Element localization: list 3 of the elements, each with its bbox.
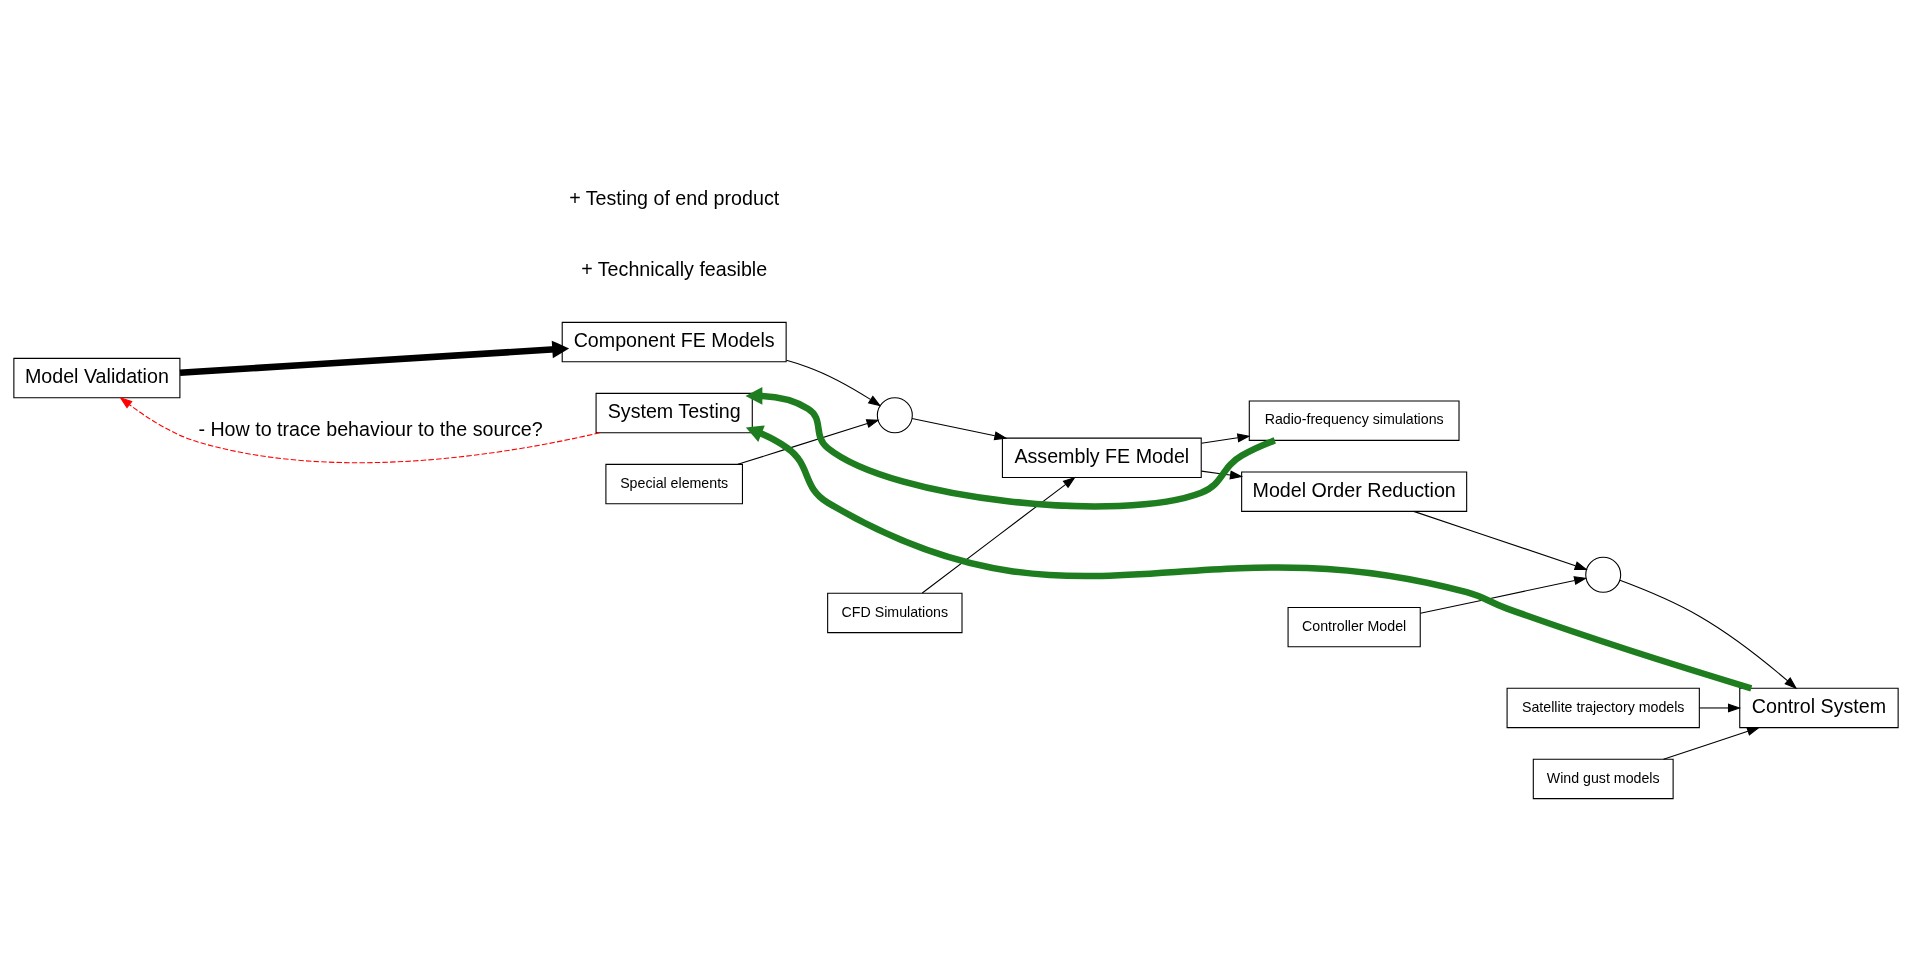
label: + Testing of end product: [568, 186, 779, 209]
label: + Technically feasible: [580, 257, 767, 280]
edge-label: - How to trace behaviour to the source?: [197, 417, 543, 440]
